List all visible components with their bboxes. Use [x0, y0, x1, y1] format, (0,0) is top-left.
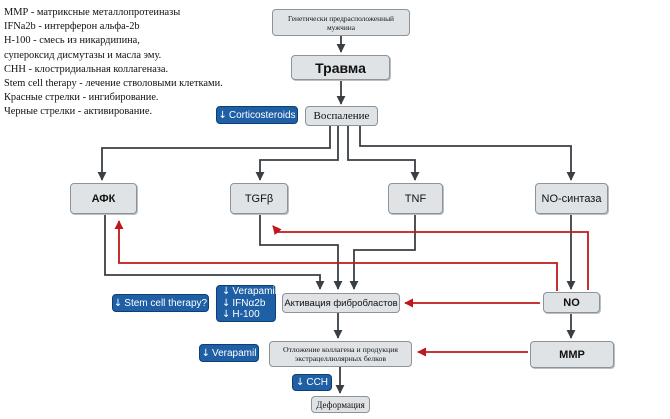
legend-line: СНН - клостридиальная коллагеназа. [4, 63, 169, 75]
treatment-label: H-100 [232, 309, 260, 321]
node-label: NO-синтаза [541, 192, 602, 205]
node-label: Активация фибробластов [284, 297, 398, 309]
treatment-label: IFNα2b [232, 297, 266, 309]
node-afk: АФК [70, 183, 137, 214]
down-arrow-icon: ↓ [201, 347, 210, 359]
legend-line: ММР - матриксные металлопротеиназы [4, 7, 181, 18]
treatment-label: Verapamil [211, 347, 257, 359]
legend-line: IFNa2b - интерферон альфа-2b [4, 21, 140, 33]
node-tnf: TNF [388, 183, 443, 214]
node-label: TNF [404, 192, 427, 205]
arrow-inflammation-to-afk [97, 125, 331, 181]
node-predisposed-man: Генетически предрасположенный мужчина [272, 9, 410, 36]
node-label: Отложение коллагена и продукция экстраце… [283, 345, 398, 363]
node-label: Генетически предрасположенный мужчина [288, 13, 394, 32]
treatment-stem-cell: ↓Stem cell therapy? [112, 294, 209, 312]
treatment-label: Verapamil [232, 286, 277, 298]
treatment-label: CCH [306, 377, 329, 388]
down-arrow-icon: ↓ [218, 109, 227, 121]
down-arrow-icon: ↓ [222, 286, 231, 298]
node-label: TGFβ [244, 192, 274, 205]
arrow-inflammation-to-no-synthase [359, 125, 576, 181]
legend-line: Н-100 - смесь из никардипина, [4, 35, 140, 47]
legend-line: супероксид дисмутазы и масла эму. [4, 49, 162, 61]
node-trauma: Травма [291, 55, 390, 80]
node-inflammation: Воспаление [305, 106, 378, 126]
treatment-verapamil: ↓Verapamil [199, 344, 259, 362]
treatment-cch: ↓CCH [292, 374, 332, 391]
arrow-tnf-to-fibroblast [349, 214, 416, 290]
arrow-inflammation-to-tgfb [255, 125, 339, 181]
node-no-synthase: NO-синтаза [535, 183, 608, 214]
node-deformation: Деформация [311, 396, 370, 413]
node-collagen-deposition: Отложение коллагена и продукция экстраце… [269, 341, 412, 367]
node-fibroblast-activation: Активация фибробластов [282, 293, 400, 313]
node-no: NO [543, 292, 600, 313]
treatment-label: Stem cell therapy? [124, 297, 208, 309]
node-label: MMP [559, 348, 585, 361]
arrow-afk-to-fibroblast [104, 214, 325, 290]
node-label: Деформация [316, 399, 365, 410]
inhibit-no-to-tgfb [272, 225, 589, 290]
treatment-corticosteroids: ↓Corticosteroids [216, 106, 298, 124]
down-arrow-icon: ↓ [295, 377, 305, 388]
treatment-line: ↓H-100 [222, 309, 260, 321]
node-mmp: MMP [530, 341, 614, 368]
treatment-group-verapamil-ifn-h100: ↓Verapamil ↓IFNα2b ↓H-100 [216, 285, 277, 322]
node-tgfb: TGFβ [230, 183, 288, 214]
arrow-inflammation-to-tnf [347, 125, 420, 181]
treatment-line: ↓IFNα2b [222, 298, 265, 310]
treatment-label: Corticosteroids [228, 109, 296, 121]
abbreviation-legend: ММР - матриксные металлопротеиназы IFNa2… [4, 6, 284, 120]
legend-line: Красные стрелки - ингибирование. [4, 92, 159, 104]
treatment-line: ↓Verapamil [222, 286, 277, 298]
node-label: NO [563, 296, 580, 309]
down-arrow-icon: ↓ [222, 309, 231, 321]
arrow-tgfb-to-fibroblast [259, 214, 343, 290]
legend-line: Черные стрелки - активирование. [4, 106, 153, 118]
down-arrow-icon: ↓ [222, 297, 231, 309]
inhibit-no-to-afk [114, 220, 558, 291]
legend-line: Stem cell therapy - лечение стволовыми к… [4, 78, 223, 90]
down-arrow-icon: ↓ [113, 297, 123, 309]
node-label: Травма [315, 59, 366, 76]
node-label: АФК [91, 192, 116, 205]
node-label: Воспаление [313, 110, 370, 122]
